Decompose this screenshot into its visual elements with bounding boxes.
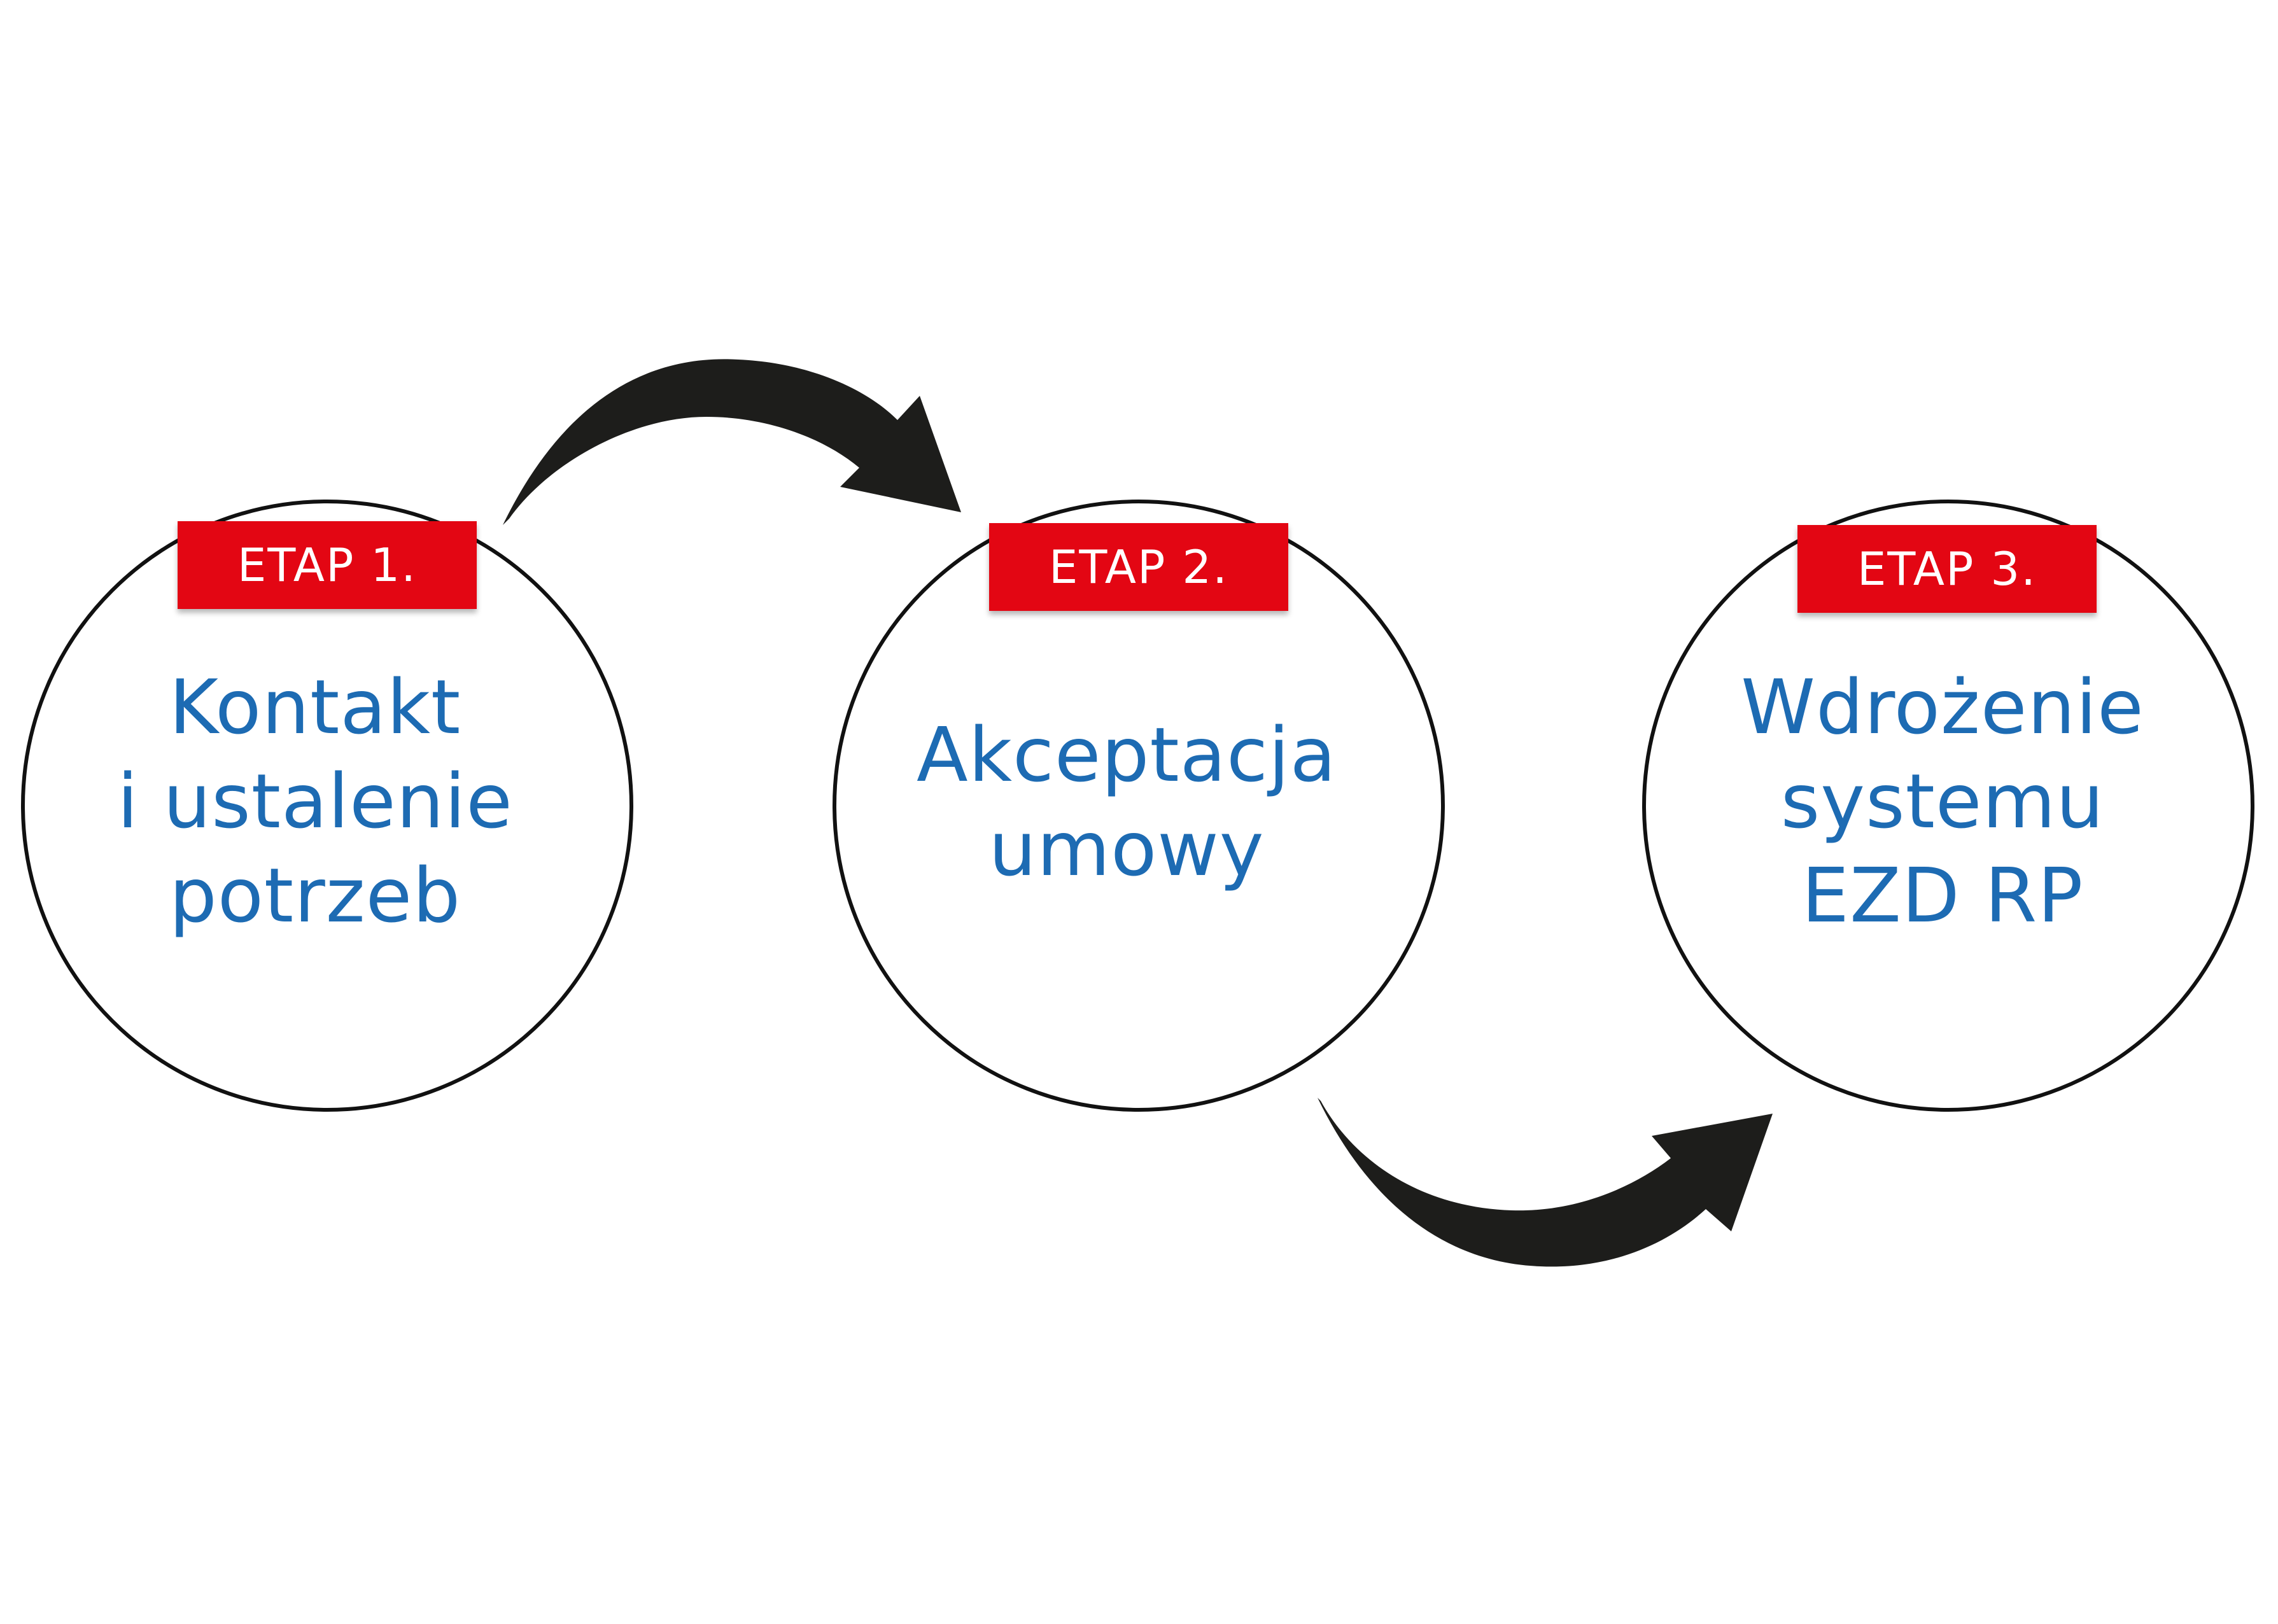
- stage-3-title-line: Wdrożenie: [1741, 663, 2144, 751]
- stage-1-title-line: i ustalenie: [117, 757, 513, 845]
- stage-3-title: Wdrożenie systemu EZD RP: [1656, 660, 2229, 942]
- stage-1-title: Kontakt i ustalenie potrzeb: [29, 660, 601, 942]
- stage-1-title-line: Kontakt: [169, 663, 461, 751]
- arrow-stage2-to-stage3: [1318, 1098, 1773, 1267]
- stage-1-title-line: potrzeb: [169, 851, 461, 939]
- stage-2-title: Akceptacja umowy: [840, 708, 1413, 896]
- stage-2-circle: [833, 500, 1445, 1112]
- arrow-stage1-to-stage2: [503, 359, 961, 525]
- stage-3-badge: ETAP 3.: [1797, 525, 2097, 613]
- stage-3-title-line: systemu: [1780, 757, 2105, 845]
- stage-2-title-line: umowy: [988, 805, 1265, 893]
- stage-2-badge: ETAP 2.: [989, 523, 1288, 611]
- stage-3-title-line: EZD RP: [1801, 851, 2084, 939]
- stage-2-title-line: Akceptacja: [917, 711, 1337, 799]
- stage-1-badge: ETAP 1.: [178, 521, 477, 609]
